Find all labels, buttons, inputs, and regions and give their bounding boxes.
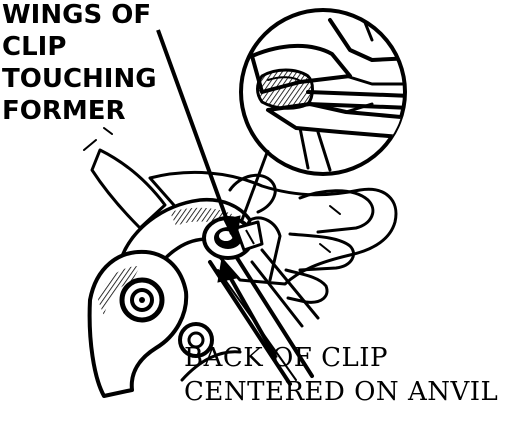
pointer-arrow-lower [217, 256, 278, 359]
wings-label-line-4: FORMER [2, 96, 126, 126]
back-label-line-2: CENTERED ON ANVIL [184, 377, 499, 407]
wings-label-line-1: WINGS OF [2, 0, 152, 30]
wings-label-line-3: TOUCHING [2, 64, 157, 94]
pivot-bolt-lower [178, 322, 214, 358]
back-of-clip-label: BACK OF CLIP CENTERED ON ANVIL [184, 345, 498, 413]
wings-of-clip-label: WINGS OF CLIP TOUCHING FORMER [2, 2, 157, 130]
pivot-bolt [119, 277, 165, 323]
magnified-clip-detail [239, 8, 407, 176]
inset-leader-line [240, 149, 270, 221]
wings-label-line-2: CLIP [2, 32, 67, 62]
pointer-arrow [156, 29, 241, 246]
back-label-line-1: BACK OF CLIP [184, 343, 389, 373]
